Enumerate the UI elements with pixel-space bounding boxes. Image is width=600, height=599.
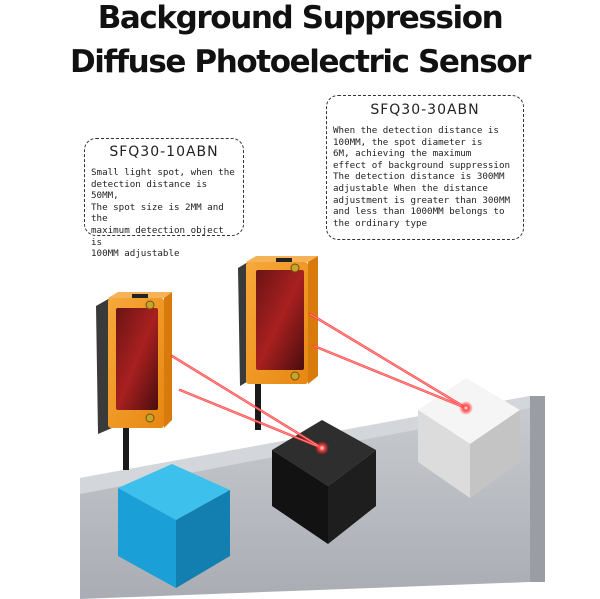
callout-sfq30-10abn: SFQ30-10ABN Small light spot, when the d…	[84, 138, 244, 259]
sensor-right	[238, 256, 318, 386]
model-label-30abn: SFQ30-30ABN	[370, 102, 480, 118]
laser-beams	[170, 312, 468, 450]
product-illustration	[80, 256, 545, 599]
title-line-1: Background Suppression	[97, 0, 504, 36]
description-10abn: Small light spot, when the detection dis…	[91, 167, 235, 260]
sensor-left	[96, 292, 172, 434]
laser-spot-white-cube	[459, 401, 473, 415]
blue-cube	[118, 464, 230, 588]
title-line-2: Diffuse Photoelectric Sensor	[69, 44, 531, 80]
laser-spot-black-cube	[315, 441, 329, 455]
callout-sfq30-30abn: SFQ30-30ABN When the detection distance …	[326, 95, 524, 240]
description-30abn: When the detection distance is 100MM, th…	[333, 125, 511, 229]
model-label-10abn: SFQ30-10ABN	[109, 144, 219, 160]
